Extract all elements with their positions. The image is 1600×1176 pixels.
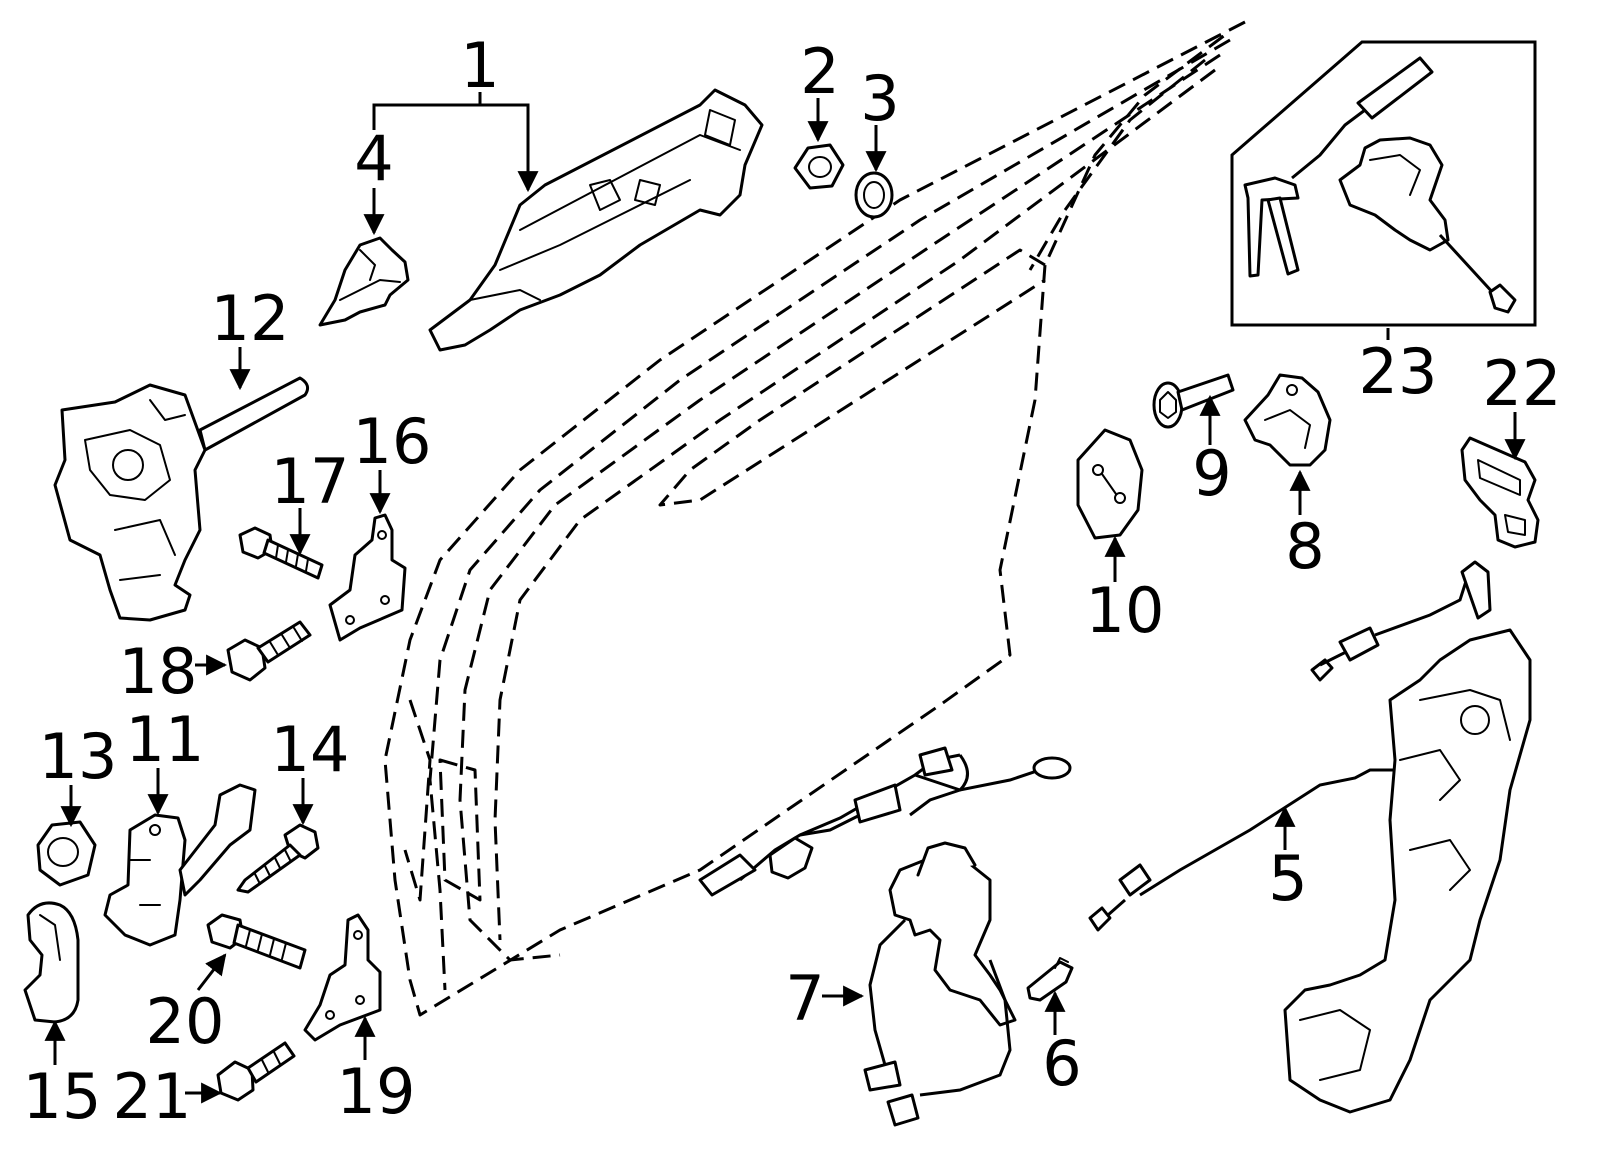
door-check-part <box>103 783 257 947</box>
bumper-part-15 <box>23 901 80 1024</box>
callout-21: 21 <box>113 1060 192 1133</box>
callout-16: 16 <box>353 405 432 478</box>
nut-part-2 <box>793 143 845 190</box>
striker-part-8 <box>1243 373 1332 467</box>
inset-box-part-23 <box>1230 40 1537 327</box>
callout-20: 20 <box>146 985 225 1058</box>
leader-lines <box>44 92 1526 1104</box>
callout-labels: 1 2 3 4 12 17 16 18 13 11 14 20 15 21 19… <box>23 29 1562 1133</box>
callout-6: 6 <box>1042 1027 1081 1100</box>
callout-1: 1 <box>460 29 499 102</box>
callout-5: 5 <box>1268 842 1307 915</box>
nut-part-13 <box>36 820 97 887</box>
wiring-harness-part-7 <box>698 746 1072 1127</box>
callout-2: 2 <box>800 35 839 108</box>
bracket-part-19 <box>303 913 382 1042</box>
bolt-part-17 <box>238 526 324 580</box>
bolt-part-14 <box>236 823 320 894</box>
bolt-part-18 <box>226 620 312 682</box>
callout-12: 12 <box>211 282 290 355</box>
callout-11: 11 <box>126 703 205 776</box>
callout-19: 19 <box>337 1055 416 1128</box>
callout-4: 4 <box>354 122 393 195</box>
callout-13: 13 <box>39 720 118 793</box>
bolt-part-21 <box>216 1041 296 1102</box>
striker-plate-part <box>1076 428 1144 540</box>
latch-assembly-part-12 <box>53 376 310 622</box>
lock-cylinder-part <box>318 236 410 327</box>
door-frame-outline <box>383 20 1246 1017</box>
callout-18: 18 <box>119 635 198 708</box>
callout-14: 14 <box>271 713 350 786</box>
callout-15: 15 <box>23 1060 102 1133</box>
clip-part-22 <box>1460 436 1540 549</box>
callout-8: 8 <box>1285 510 1324 583</box>
callout-7: 7 <box>785 962 824 1035</box>
callout-23: 23 <box>1359 335 1438 408</box>
callout-17: 17 <box>271 445 350 518</box>
callout-3: 3 <box>860 62 899 135</box>
callout-22: 22 <box>1483 347 1562 420</box>
callout-9: 9 <box>1192 437 1231 510</box>
lock-actuator-part-5 <box>1088 560 1532 1114</box>
seal-ring-part <box>854 171 894 219</box>
bolt-part-20 <box>206 913 307 970</box>
outside-handle-part <box>428 88 764 352</box>
callout-10: 10 <box>1086 574 1165 647</box>
connector-part-6 <box>1026 957 1074 1002</box>
screw-part-9 <box>1152 373 1235 429</box>
bracket-part-16 <box>328 513 407 642</box>
